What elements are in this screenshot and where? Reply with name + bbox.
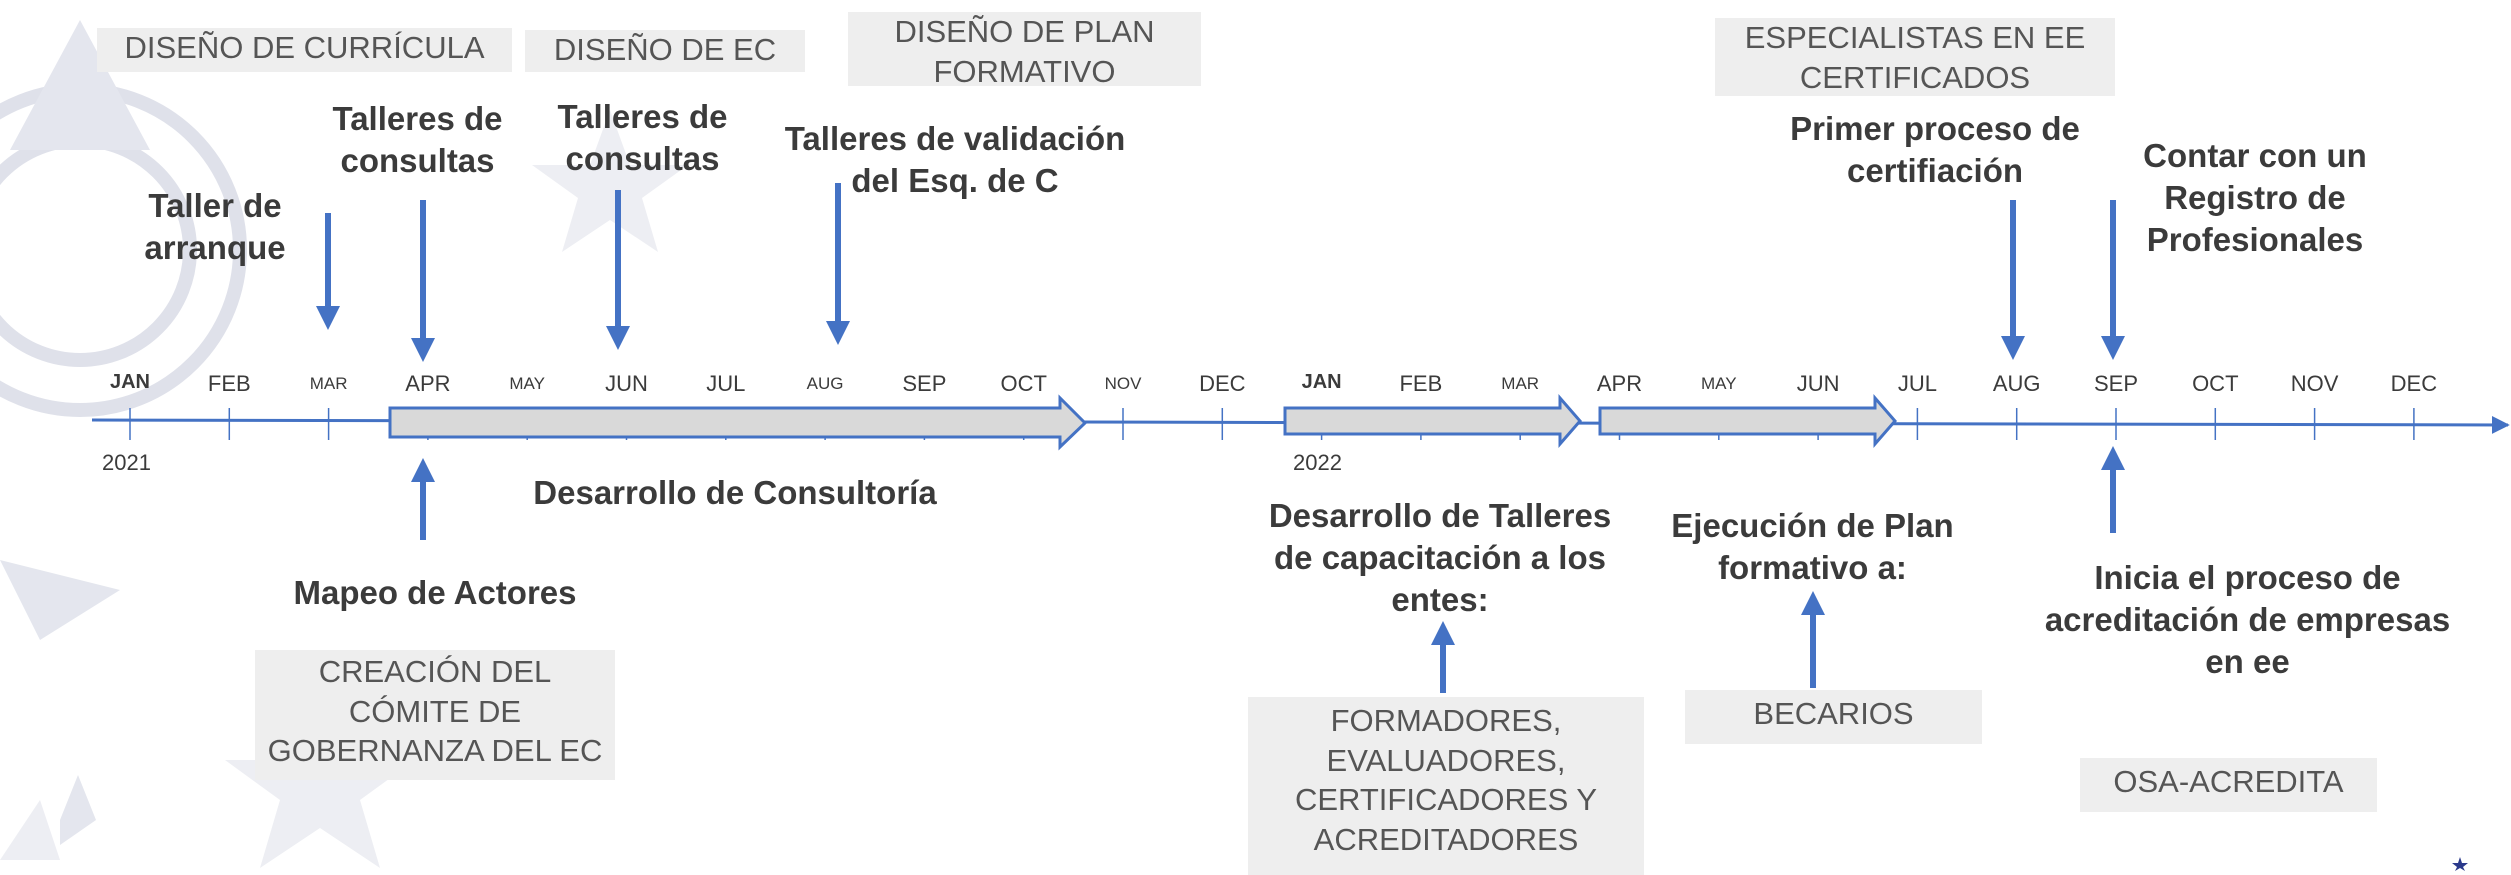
year-2021-label: 2021 [102, 450, 151, 475]
label-talleres-consultas-2: Talleres de consultas [557, 98, 728, 178]
month-label: FEB [1399, 371, 1443, 396]
month-label: AUG [806, 374, 844, 393]
month-label: JAN [109, 371, 151, 393]
corner-star-icon [2452, 857, 2468, 871]
month-label: OCT [1000, 371, 1047, 396]
month-label: FEB [207, 371, 251, 396]
label-talleres-validacion: Talleres de validación del Esq. de C [784, 120, 1126, 200]
month-label: MAR [309, 374, 348, 393]
box-becarios: BECARIOS [1685, 690, 1982, 744]
month-label: JUN [605, 371, 648, 396]
month-label: JUL [706, 371, 746, 396]
talleres-bar [1283, 393, 1582, 449]
box-comite-gobernanza: CREACIÓN DEL CÓMITE DE GOBERNANZA DEL EC [255, 650, 615, 780]
plan-formativo-bar [1598, 393, 1897, 449]
label-desarrollo-consultoria: Desarrollo de Consultoría [533, 474, 937, 511]
label-mapeo-actores: Mapeo de Actores [293, 574, 577, 611]
month-label: SEP [2093, 371, 2139, 396]
phase-diseno-ec: DISEÑO DE EC [525, 30, 805, 72]
label-talleres-consultas-1: Talleres de consultas [332, 100, 503, 180]
month-label: JUN [1796, 371, 1840, 396]
month-label: NOV [2290, 371, 2339, 396]
year-2022-label: 2022 [1293, 450, 1342, 475]
consultoria-bar [388, 394, 1088, 451]
month-label: MAY [1701, 374, 1737, 393]
box-formadores: FORMADORES, EVALUADORES, CERTIFICADORES … [1248, 697, 1644, 875]
label-ejecucion-plan: Ejecución de Plan formativo a: [1671, 507, 1954, 587]
month-label: JAN [1301, 371, 1342, 393]
month-label: OCT [2192, 371, 2239, 396]
month-label: AUG [1992, 371, 2041, 396]
box-osa-acredita: OSA-ACREDITA [2080, 758, 2377, 812]
label-primer-proceso: Primer proceso de certifiación [1790, 110, 2080, 190]
month-label: DEC [2390, 371, 2438, 396]
month-label: DEC [1199, 371, 1246, 396]
month-label: APR [405, 371, 451, 396]
phase-diseno-curricula: DISEÑO DE CURRÍCULA [97, 28, 512, 72]
month-label: NOV [1104, 374, 1142, 393]
month-label: APR [1596, 371, 1643, 396]
month-label: MAR [1501, 374, 1540, 393]
month-label: JUL [1897, 371, 1937, 396]
phase-diseno-plan-formativo: DISEÑO DE PLAN FORMATIVO [848, 12, 1201, 89]
watermark-seal [0, 20, 247, 845]
phase-especialistas: ESPECIALISTAS EN EE CERTIFICADOS [1715, 18, 2115, 96]
label-inicia-acreditacion: Inicia el proceso de acreditación de emp… [2044, 559, 2451, 681]
label-taller-arranque: Taller de arranque [144, 187, 286, 267]
month-label: MAY [509, 374, 545, 393]
label-registro: Contar con un Registro de Profesionales [2143, 137, 2367, 259]
month-label: SEP [902, 371, 947, 396]
label-desarrollo-talleres: Desarrollo de Talleres de capacitación a… [1268, 497, 1612, 619]
